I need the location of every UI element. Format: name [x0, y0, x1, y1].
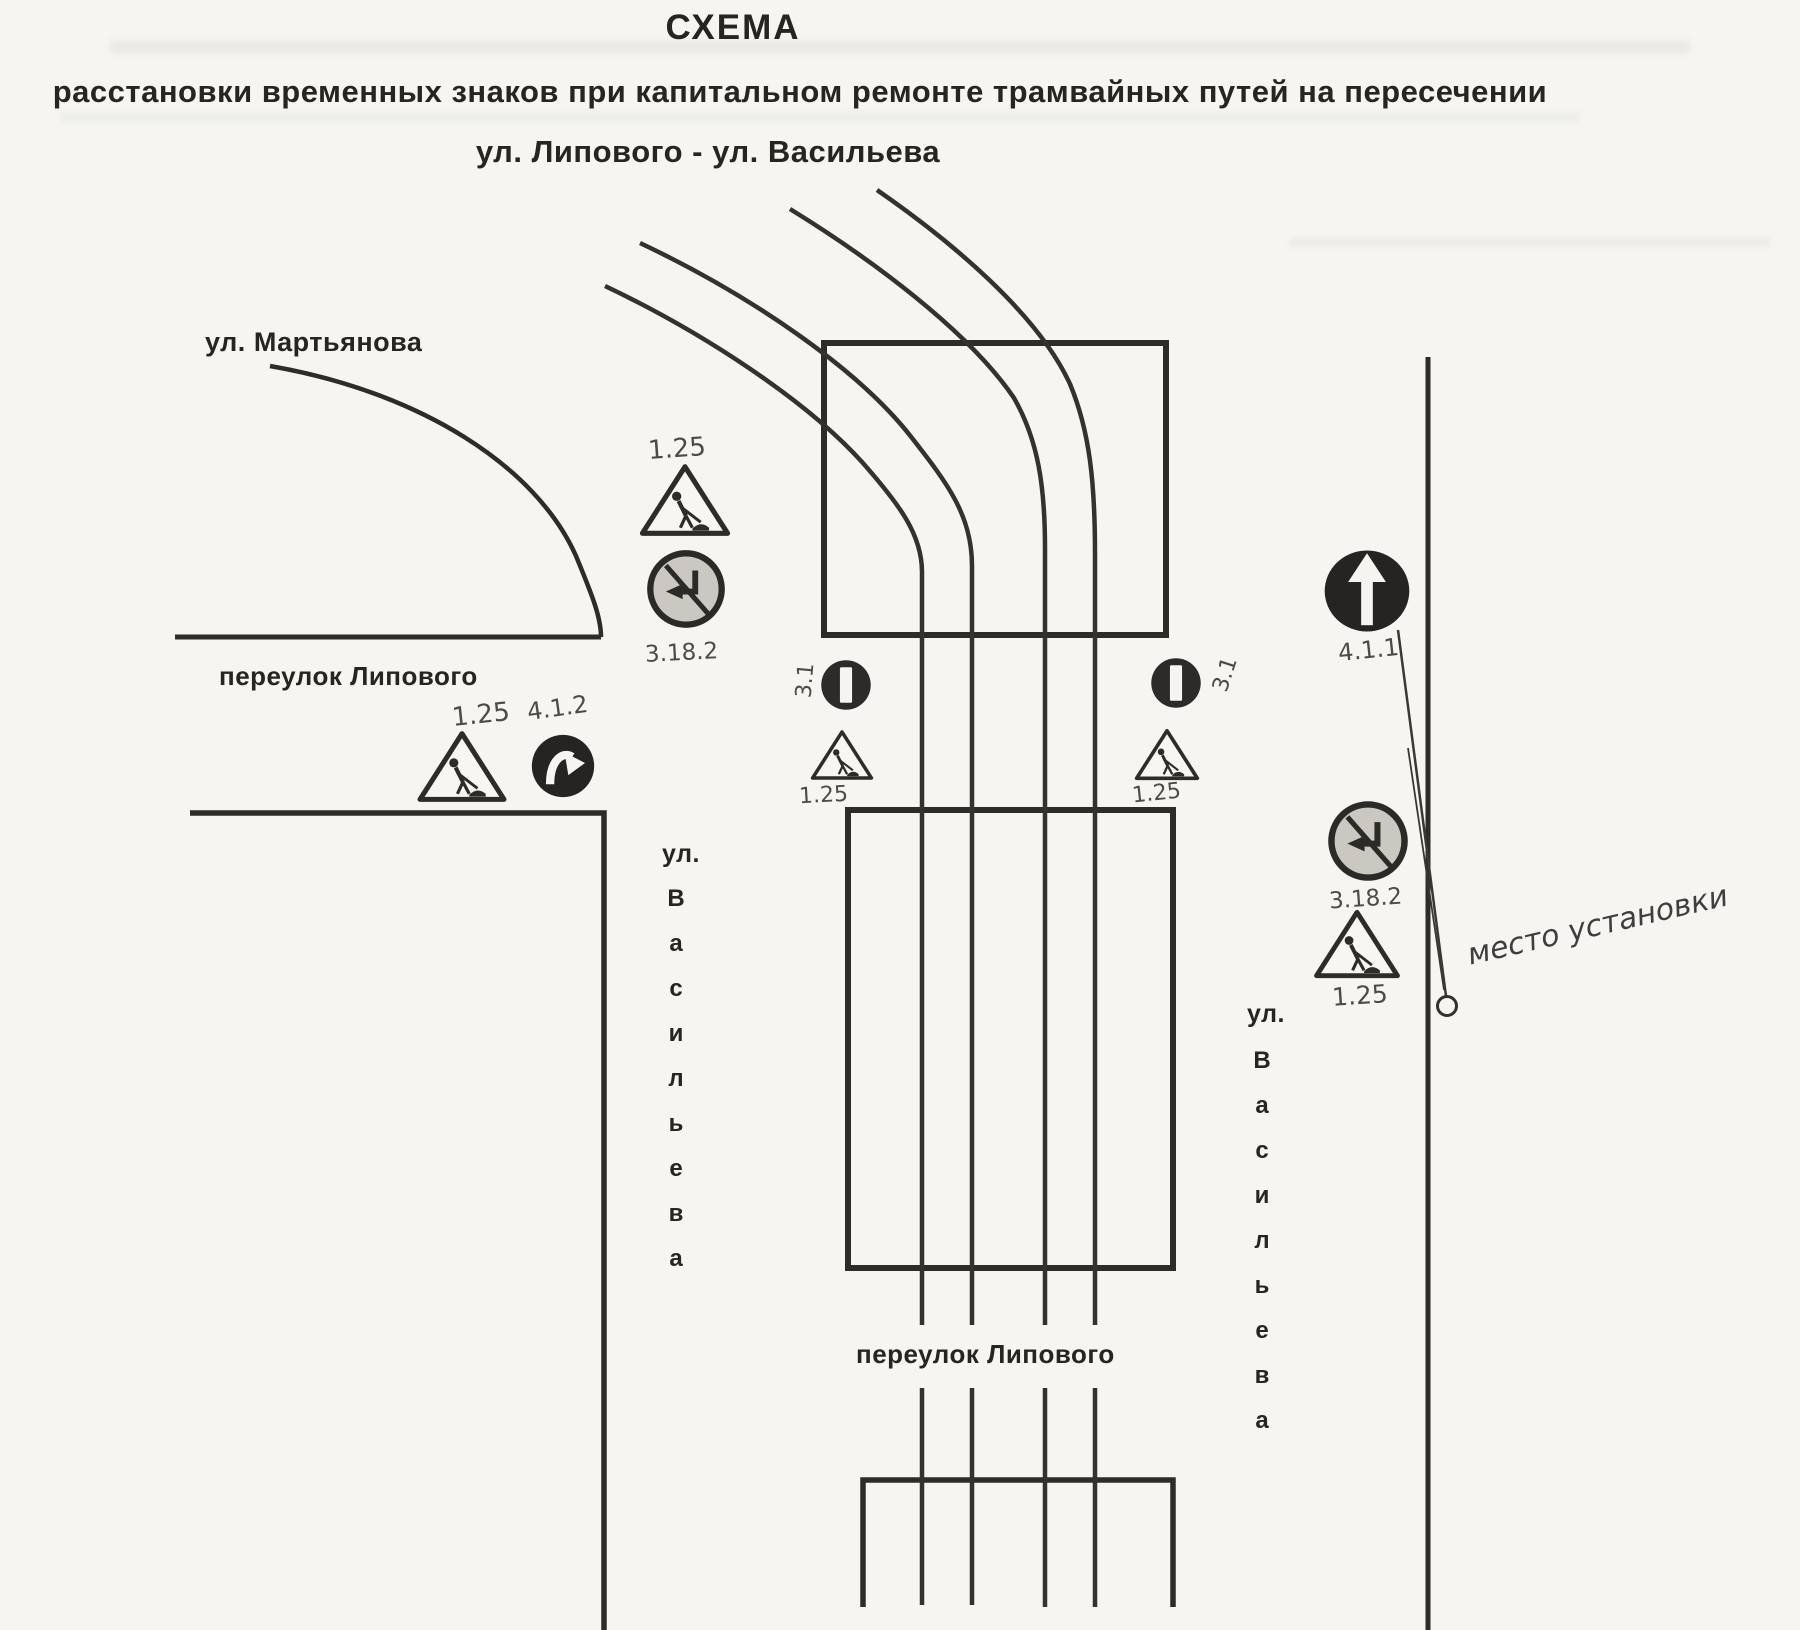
installation-point-marker: [1436, 995, 1458, 1017]
page-subtitle: расстановки временных знаков при капитал…: [52, 74, 1548, 109]
no-entry-sign-icon: [1151, 658, 1201, 708]
roadworks-sign-icon: [1134, 728, 1200, 781]
sign-code-roadworks: 1.25: [450, 697, 512, 733]
sign-code-roadworks: 1.25: [1130, 778, 1183, 809]
street-label-martyanova: ул. Мартьянова: [205, 327, 423, 357]
no-entry-sign-icon: [821, 660, 871, 710]
tram-track-line: [788, 207, 1048, 1325]
street-label-pereulok-left: переулок Липового: [219, 661, 478, 691]
sign-code-roadworks: 1.25: [1331, 979, 1389, 1012]
roadworks-sign-icon: [420, 734, 504, 800]
leader-line: [1396, 629, 1448, 997]
street-label-vasilyeva-right: В а с и л ь е в а: [1253, 1047, 1271, 1434]
leader-line: [1407, 747, 1445, 991]
tram-track-line: [639, 240, 975, 1325]
roadworks-sign-icon: [642, 467, 727, 534]
roadworks-sign-icon: [810, 730, 874, 780]
straight-ahead-sign-icon: [1324, 550, 1410, 632]
street-label-vasilyeva-left-prefix: ул.: [662, 840, 700, 868]
sign-code-no-left-turn: 3.18.2: [1328, 883, 1403, 915]
tram-tracks: [604, 188, 1098, 1607]
work-zone-rect-bottom: [860, 1477, 1176, 1607]
road-edge-pereulok-south-and-vasilyeva-west: [190, 810, 607, 1630]
sign-code-no-entry: 3.1: [791, 661, 820, 700]
turn-right-sign-icon: [532, 735, 594, 797]
tram-track-line: [875, 188, 1098, 1325]
roadworks-sign-icon: [1317, 912, 1398, 975]
page-subtitle-streets: ул. Липового - ул. Васильева: [475, 134, 941, 169]
tram-track-line: [604, 283, 925, 1325]
road-curve-martyanova: [269, 363, 604, 638]
work-zone-rect-top: [821, 340, 1169, 638]
street-label-pereulok-bottom: переулок Липового: [856, 1339, 1115, 1369]
sign-code-roadworks: 1.25: [647, 432, 707, 466]
sign-code-no-left-turn: 3.18.2: [644, 638, 719, 668]
no-left-turn-sign-icon: [1331, 804, 1404, 877]
street-label-vasilyeva-left: В а с и л ь е в а: [667, 885, 685, 1272]
work-zone-rect-middle: [845, 807, 1176, 1271]
no-left-turn-sign-icon: [650, 553, 721, 624]
page-title: СХЕМА: [665, 8, 801, 47]
sign-code-roadworks: 1.25: [798, 781, 849, 810]
street-label-vasilyeva-right-prefix: ул.: [1247, 1000, 1285, 1028]
